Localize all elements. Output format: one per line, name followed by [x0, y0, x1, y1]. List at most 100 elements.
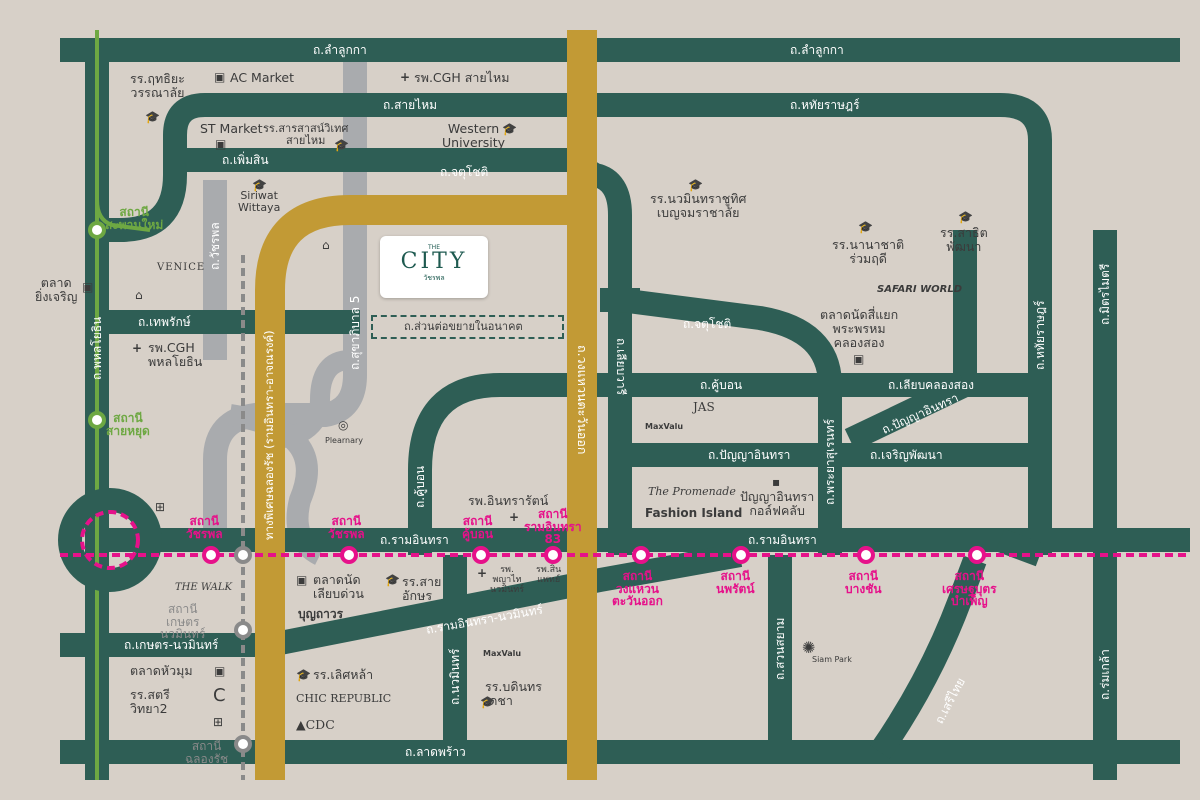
shop-icon: ▣: [214, 70, 226, 84]
brand-jas: JAS: [693, 400, 715, 414]
road-future: ถ.ส่วนต่อขยายในอนาคต: [404, 320, 523, 333]
road-phraya: ถ.พระยาสุเรนทร์: [823, 418, 837, 505]
road-phermsin: ถ.เพิ่มสิน: [222, 153, 269, 167]
place-sarasas: รร.สารสาสน์วิเทศ สายไหม: [263, 122, 349, 148]
road-outer-ring: ถ.วงแหวนตะวันออก: [575, 345, 590, 455]
road-ramintra-right: ถ.รามอินทรา: [748, 533, 817, 547]
station-watcharapol[interactable]: สถานี วัชรพล: [186, 514, 223, 541]
station-dot: [88, 411, 106, 429]
station-dot: [968, 546, 986, 564]
road-mitmai: ถ.มิตรไมตรี: [1098, 263, 1112, 325]
road-liap-wari: ถ.เลียบวารี: [614, 338, 628, 396]
pink-loop: [80, 510, 140, 570]
project-logo[interactable]: THE CITY วัชรพล: [380, 236, 488, 298]
road-nawamin: ถ.นวมินทร์: [448, 648, 462, 706]
brand-plearnary: Plearnary: [325, 436, 364, 445]
shop-icon: ▣: [214, 664, 226, 678]
station-khubon[interactable]: สถานี คู้บอน: [462, 514, 494, 541]
station-ramintra83[interactable]: สถานี รามอินทรา 83: [524, 507, 582, 547]
station-dot: [88, 221, 106, 239]
school-icon: 🎓: [296, 668, 311, 682]
station-dot: [234, 735, 252, 753]
school-icon: 🎓: [334, 138, 349, 152]
school-icon: 🎓: [385, 573, 400, 587]
road-ramintra-left: ถ.รามอินทรา: [380, 533, 449, 547]
roundabout: [58, 488, 162, 592]
school-icon: 🎓: [502, 122, 517, 136]
logo-city: CITY: [400, 249, 468, 274]
station-dot: [234, 546, 252, 564]
road-expressway: ทางพิเศษฉลองรัช (รามอินทรา-อาจณรงค์): [262, 330, 276, 540]
station-dot: [632, 546, 650, 564]
station-dot: [732, 546, 750, 564]
place-ac-market: AC Market: [230, 70, 295, 85]
road-liap-khlong: ถ.เลียบคลองสอง: [888, 378, 975, 392]
brand-fashion: Fashion Island: [645, 506, 743, 520]
road-romklao: ถ.ร่มเกล้า: [1098, 649, 1112, 700]
place-ramintra-hosp: รพ.อินทรารัตน์: [468, 493, 549, 508]
place-nanachat: รร.นานาชาติ ร่วมฤดี: [832, 237, 905, 266]
station-chalong-rat[interactable]: สถานี ฉลองรัช: [185, 739, 229, 766]
place-rr-sai-aksorn: รร.สาย อักษร: [402, 574, 442, 603]
school-icon: 🎓: [252, 178, 267, 192]
place-cgh-phahon: รพ.CGH พหลโยธิน: [148, 340, 203, 369]
shop-icon: ▣: [853, 352, 865, 366]
building-icon: ⌂: [135, 288, 143, 302]
road-panya-h: ถ.ปัญญาอินทรา: [708, 448, 791, 462]
station-dot: [472, 546, 490, 564]
pink-stations: [202, 546, 986, 564]
place-phyathai: รพ. พญาไท นวมินทร์: [490, 565, 525, 595]
gray-stations: [234, 546, 252, 753]
siam-park-icon: ✺: [802, 638, 816, 657]
station-setthabut[interactable]: สถานี เศรษฐบุตร บำเพ็ญ: [942, 569, 997, 609]
place-talat-huamum: ตลาดหัวมุม: [130, 663, 193, 678]
brand-siam-park: Siam Park: [812, 655, 852, 664]
brand-promenade: The Promenade: [648, 485, 736, 498]
station-kaset-nawamin[interactable]: สถานี เกษตร นวมินทร์: [160, 602, 206, 642]
station-dot: [202, 546, 220, 564]
place-western: Western University: [442, 121, 506, 150]
road-chatuchot-top: ถ.จตุโชติ: [440, 165, 489, 179]
station-noppharat[interactable]: สถานี นพรัตน์: [716, 569, 755, 596]
station-wongwaen[interactable]: สถานี วงแหวน ตะวันออก: [612, 569, 663, 609]
road-saimai: ถ.สายไหม: [383, 98, 438, 112]
station-saiyud[interactable]: สถานี สายหยุด: [106, 411, 150, 438]
brand-maxvalu-2: MaxValu: [483, 649, 522, 658]
place-cgh-saimai: รพ.CGH สายไหม: [414, 70, 510, 85]
main-roads: [60, 38, 1190, 780]
brand-chic: CHIC REPUBLIC: [296, 692, 392, 705]
future-road-box: [371, 315, 564, 339]
place-rr-kritiya: รร.ฤทธิยะ วรรณาลัย: [130, 71, 185, 100]
station-dot: [857, 546, 875, 564]
road-theparak: ถ.เทพรักษ์: [138, 315, 191, 329]
place-talat-nat: ตลาดนัดสี่แยก พระพรหม คลองสอง: [820, 307, 899, 350]
brand-the-walk: THE WALK: [175, 582, 232, 593]
place-rr-bodin: รร.บดินทร เดชา: [485, 679, 542, 708]
place-talat-ying: ตลาด ยิ่งเจริญ: [35, 275, 78, 304]
logo-sub: วัชรพล: [423, 274, 445, 282]
hospital-icon: +: [400, 70, 411, 84]
road-lamlukka-left: ถ.ลำลูกกา: [313, 43, 367, 57]
station-bangchan[interactable]: สถานี บางชัน: [845, 569, 882, 596]
place-panya-golf: ปัญญาอินทรา กอล์ฟคลับ: [740, 489, 815, 518]
shop-icon: ▣: [215, 137, 227, 151]
place-safari: SAFARI WORLD: [877, 284, 963, 295]
school-icon: 🎓: [145, 110, 160, 124]
station-sapanmai[interactable]: สถานี สะพานใหม่: [105, 205, 164, 232]
place-st-market: ST Market: [200, 121, 263, 136]
building-icon: ⊞: [155, 500, 166, 514]
road-chatuchot-mid: ถ.จตุโชติ: [683, 317, 732, 331]
station-dot: [544, 546, 562, 564]
station-dot: [340, 546, 358, 564]
school-icon: 🎓: [858, 220, 873, 234]
place-satri-wit2: รร.สตรี วิทยา2: [130, 687, 170, 716]
school-icon: 🎓: [688, 178, 703, 192]
place-satrit: รร.สาธิต พัฒนา: [940, 225, 988, 254]
road-khubon-v: ถ.คู้บอน: [413, 465, 427, 508]
road-suan-siam: ถ.สวนสยาม: [773, 617, 787, 680]
station-wat-phra[interactable]: สถานี วัชรพล: [328, 514, 365, 541]
logo-the: THE: [428, 244, 440, 251]
road-haruthai-v: ถ.หทัยราษฎร์: [1033, 300, 1047, 370]
building-icon: ⌂: [322, 238, 330, 252]
